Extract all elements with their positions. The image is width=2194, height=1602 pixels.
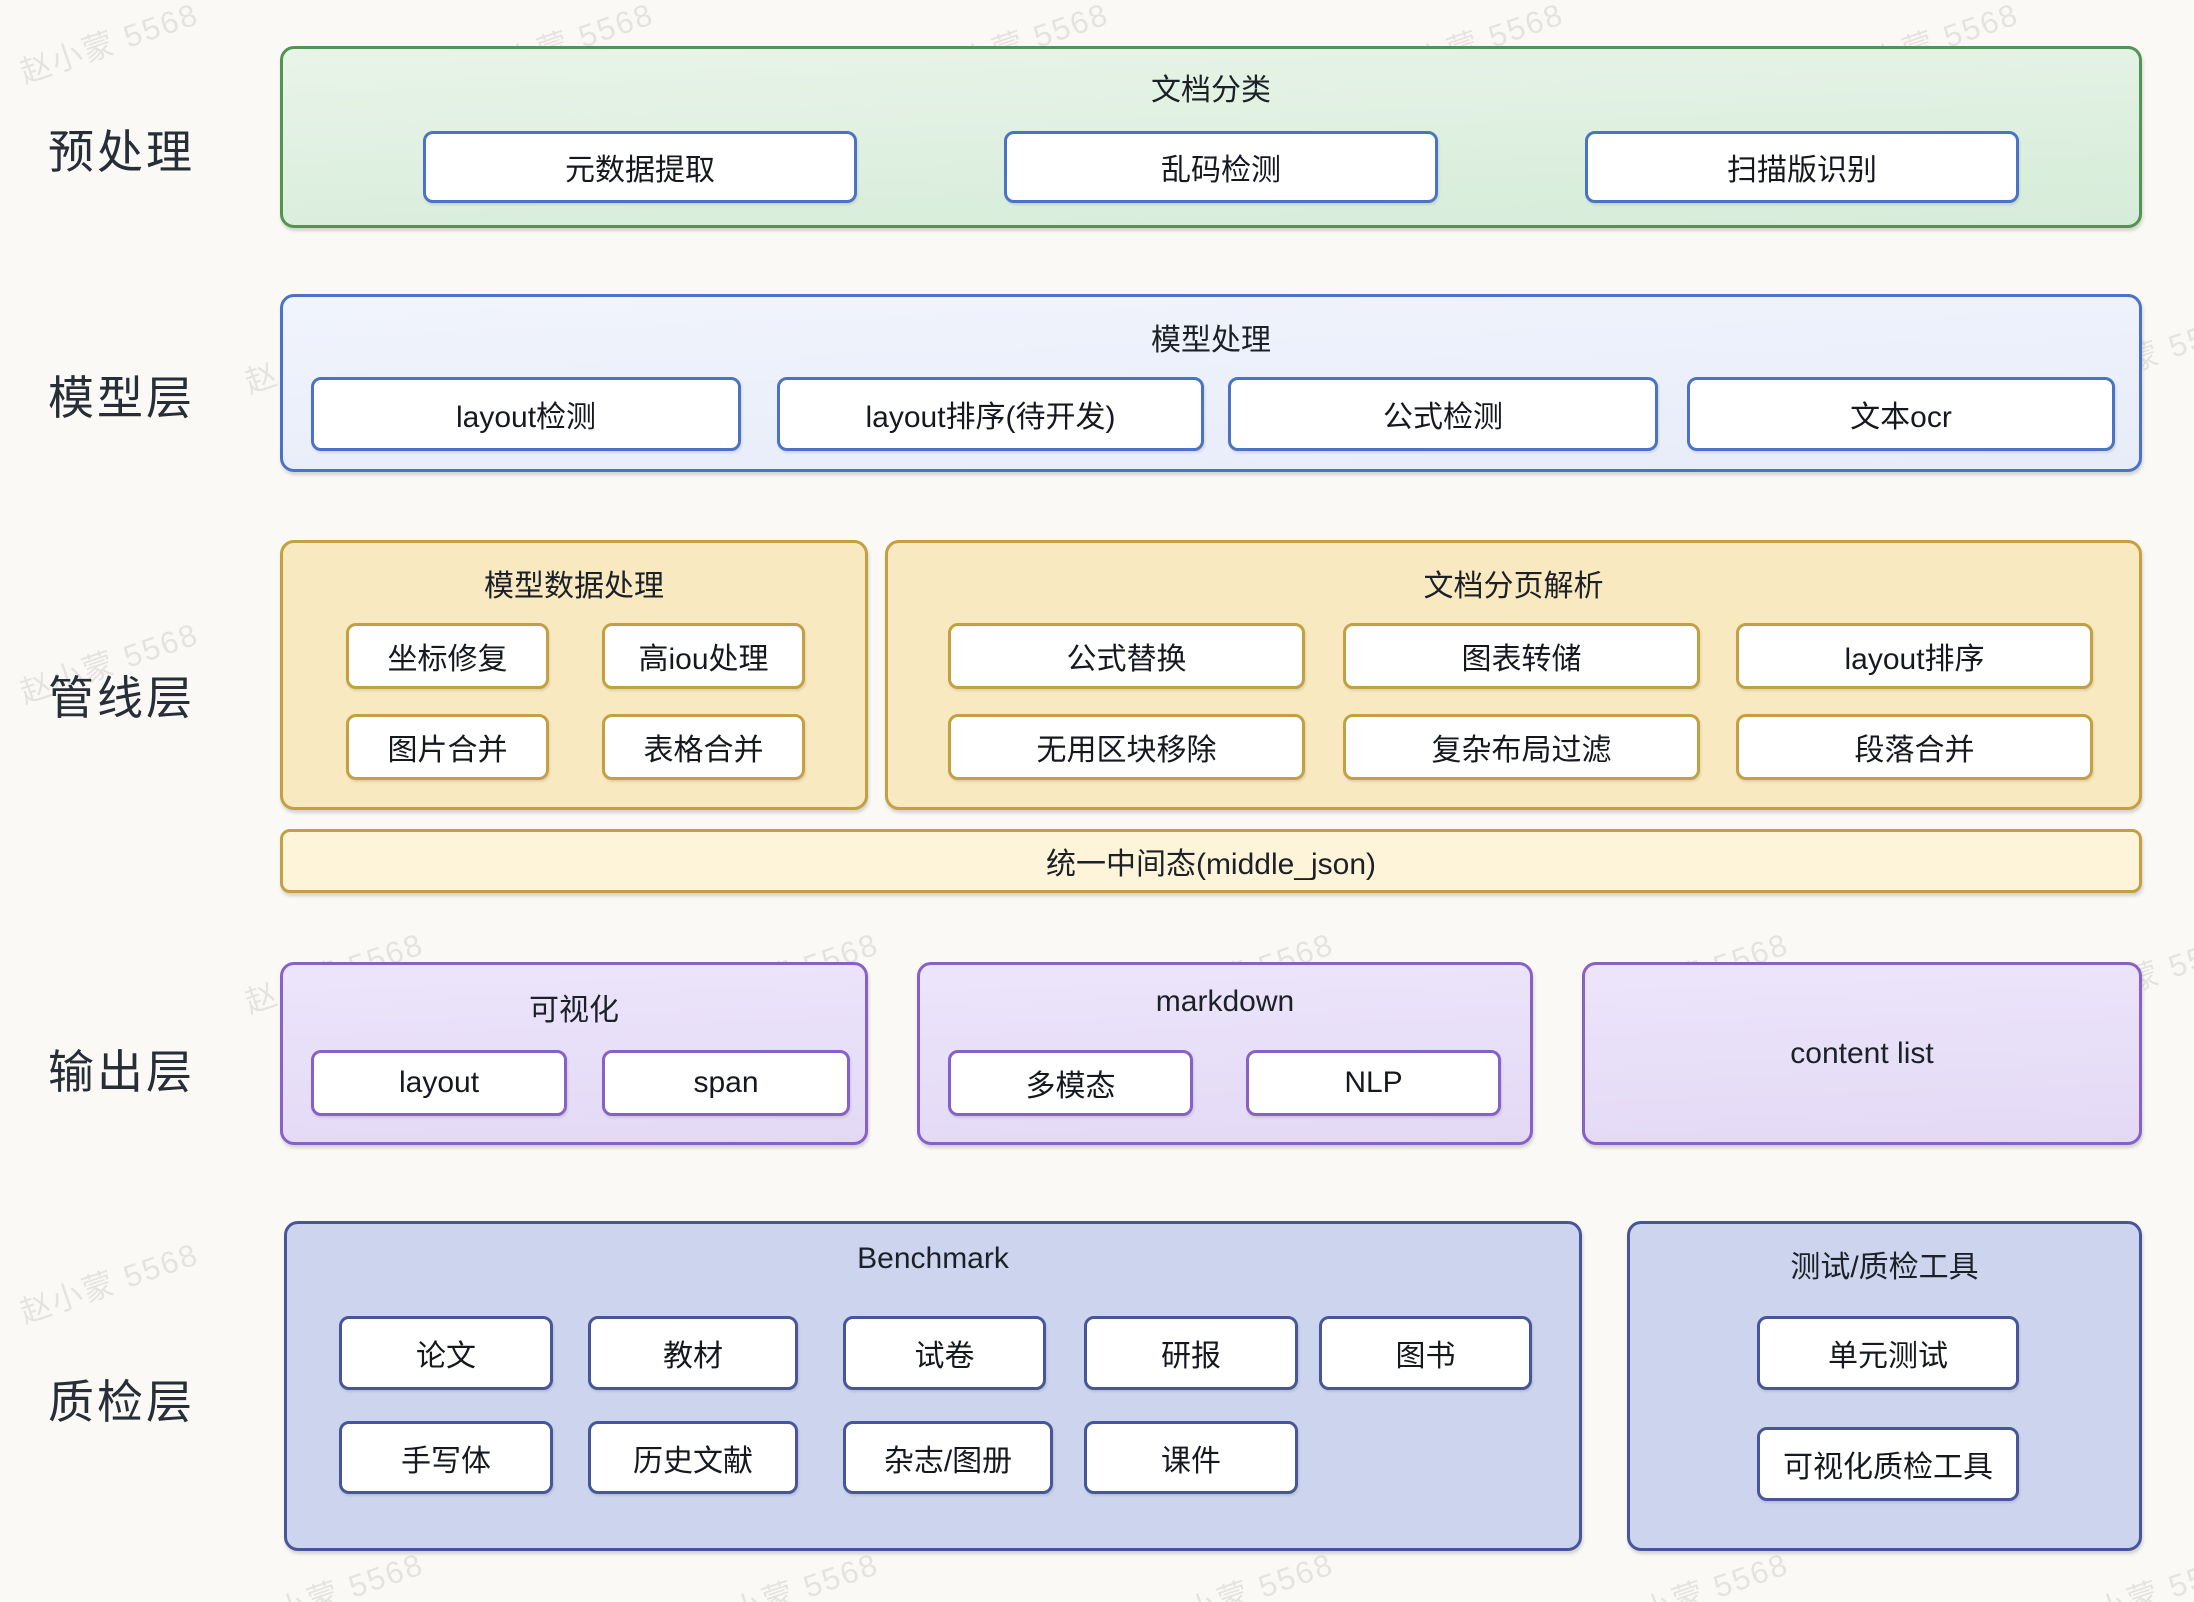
layer-label-qa: 质检层	[48, 1376, 195, 1428]
group-doc-page-parsing: 文档分页解析 公式替换 图表转储 layout排序 无用区块移除 复杂布局过滤 …	[885, 540, 2142, 810]
node-vis-span: span	[602, 1050, 850, 1116]
layer-label-model: 模型层	[48, 372, 195, 424]
node-garbled-detect: 乱码检测	[1004, 131, 1438, 203]
group-title-visualization: 可视化	[529, 994, 619, 1027]
node-layout-detect: layout检测	[311, 377, 741, 451]
group-title-model-processing: 模型处理	[1151, 324, 1271, 357]
node-vis-qc-tool: 可视化质检工具	[1757, 1427, 2019, 1501]
node-bm-handwriting: 手写体	[339, 1421, 553, 1494]
node-bm-book: 图书	[1319, 1316, 1532, 1390]
group-benchmark: Benchmark 论文 教材 试卷 研报 图书 手写体 历史文献 杂志/图册 …	[284, 1221, 1582, 1551]
node-layout-sort-todo: layout排序(待开发)	[777, 377, 1204, 451]
group-model-data-processing: 模型数据处理 坐标修复 高iou处理 图片合并 表格合并	[280, 540, 868, 810]
node-formula-replace: 公式替换	[948, 623, 1305, 689]
group-visualization: 可视化 layout span	[280, 962, 868, 1145]
group-title-model-data-processing: 模型数据处理	[484, 570, 664, 603]
node-vis-layout: layout	[311, 1050, 567, 1116]
node-layout-sort: layout排序	[1736, 623, 2093, 689]
group-content-list: content list	[1582, 962, 2142, 1145]
node-paragraph-merge: 段落合并	[1736, 714, 2093, 780]
node-unit-test: 单元测试	[1757, 1316, 2019, 1390]
node-high-iou: 高iou处理	[602, 623, 805, 689]
layer-label-output: 输出层	[48, 1046, 195, 1098]
node-complex-layout-filter: 复杂布局过滤	[1343, 714, 1700, 780]
group-qa-tools: 测试/质检工具 单元测试 可视化质检工具	[1627, 1221, 2142, 1551]
node-bm-courseware: 课件	[1084, 1421, 1298, 1494]
node-bm-textbook: 教材	[588, 1316, 798, 1390]
node-image-merge: 图片合并	[346, 714, 549, 780]
node-table-merge: 表格合并	[602, 714, 805, 780]
group-doc-classification: 文档分类 元数据提取 乱码检测 扫描版识别	[280, 46, 2142, 228]
watermark-text: 赵小蒙 5568	[15, 1236, 204, 1331]
node-formula-detect: 公式检测	[1228, 377, 1658, 451]
node-nlp: NLP	[1246, 1050, 1501, 1116]
node-multimodal: 多模态	[948, 1050, 1193, 1116]
watermark-text: 赵小蒙 5568	[15, 0, 204, 91]
layer-label-pipeline: 管线层	[48, 672, 195, 724]
node-scan-recognize: 扫描版识别	[1585, 131, 2019, 203]
group-model-processing: 模型处理 layout检测 layout排序(待开发) 公式检测 文本ocr	[280, 294, 2142, 472]
group-title-doc-classification: 文档分类	[1151, 74, 1271, 107]
node-bm-magazine: 杂志/图册	[843, 1421, 1053, 1494]
group-title-qa-tools: 测试/质检工具	[1790, 1251, 1979, 1284]
node-chart-dump: 图表转储	[1343, 623, 1700, 689]
node-bm-historical: 历史文献	[588, 1421, 798, 1494]
layer-label-preprocess: 预处理	[48, 126, 195, 178]
node-useless-block-remove: 无用区块移除	[948, 714, 1305, 780]
group-title-benchmark: Benchmark	[857, 1242, 1009, 1275]
node-bm-paper: 论文	[339, 1316, 553, 1390]
group-title-doc-page-parsing: 文档分页解析	[1423, 570, 1604, 603]
node-coord-fix: 坐标修复	[346, 623, 549, 689]
group-title-markdown: markdown	[1155, 985, 1295, 1018]
node-text-ocr: 文本ocr	[1687, 377, 2115, 451]
group-markdown: markdown 多模态 NLP	[917, 962, 1533, 1145]
node-bm-report: 研报	[1084, 1316, 1298, 1390]
bar-middle-json: 统一中间态(middle_json)	[280, 829, 2142, 893]
node-bm-exam: 试卷	[843, 1316, 1046, 1390]
node-metadata-extract: 元数据提取	[423, 131, 857, 203]
